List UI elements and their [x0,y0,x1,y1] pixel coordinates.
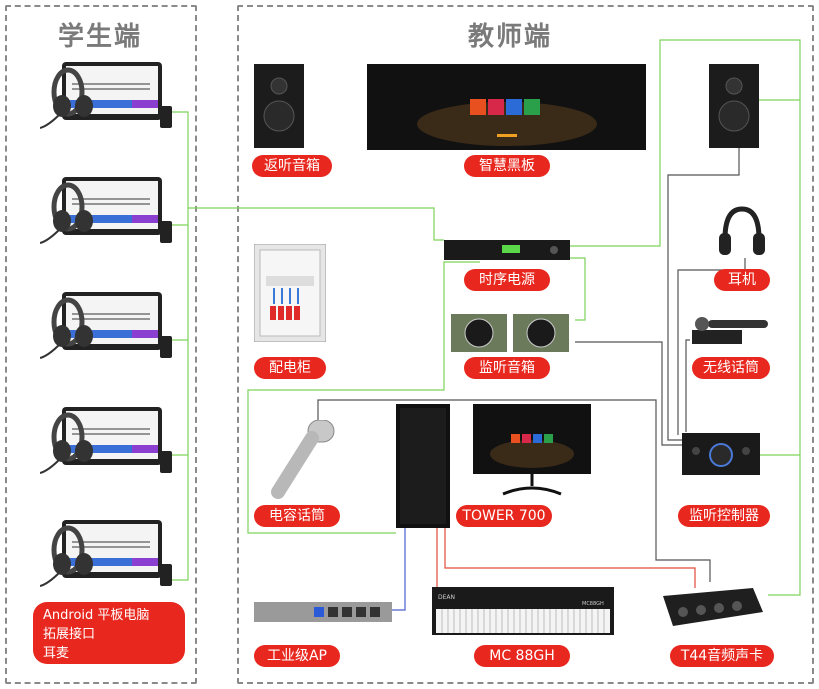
speaker-icon [254,64,304,148]
wireless-mic-icon [692,317,768,344]
cabinet-icon [253,243,327,343]
smart-board-icon [367,64,646,150]
power-sequencer-icon [444,240,570,260]
student-note: Android 平板电脑 拓展接口 耳麦 [33,602,185,664]
tower-label: TOWER 700 [456,505,552,527]
tablet-headset-icon [39,520,172,587]
sound-card-label: T44音频声卡 [670,645,774,667]
student-panel [5,5,197,684]
return-speaker-label: 返听音箱 [252,155,332,177]
monitor-speakers-icon [451,314,569,352]
tower-pc [396,404,450,532]
wireless-mic [688,314,772,350]
student-station-2 [39,171,175,251]
tablet-headset-icon [39,407,172,474]
condenser-mic-icon [271,419,335,499]
keyboard-label: MC 88GH [474,645,570,667]
distribution-cabinet [253,243,327,346]
note-line-3: 耳麦 [43,646,70,661]
tablet-headset-icon [39,62,172,129]
monitor-controller-icon [682,433,760,475]
keyboard-model: MC88GH [582,601,604,607]
power-sequencer [444,240,570,264]
smart-board-label: 智慧黑板 [464,155,550,177]
ap-icon [254,602,392,622]
monitor-display [473,404,591,500]
monitor-icon [473,404,591,496]
industrial-ap [254,598,392,630]
monitor-controller-label: 监听控制器 [678,505,770,527]
headphones-icon [719,206,765,255]
speaker-icon [709,64,759,148]
return-speaker [254,64,304,152]
teacher-panel [237,5,814,684]
headphones-label: 耳机 [714,269,770,291]
power-sequencer-label: 时序电源 [464,269,550,291]
keyboard-icon: DEAN MC88GH [432,587,614,635]
midi-keyboard: DEAN MC88GH [432,587,614,639]
right-speaker [709,64,759,152]
tablet-headset-icon [39,292,172,359]
ap-label: 工业级AP [254,645,340,667]
student-station-3 [39,286,175,366]
teacher-title: 教师端 [467,22,552,52]
keyboard-brand: DEAN [438,594,455,601]
headphones [717,205,767,261]
monitor-controller [682,433,760,479]
note-line-2: 拓展接口 [43,627,96,642]
student-station-5 [39,514,175,594]
note-line-1: Android 平板电脑 [43,608,150,623]
condenser-mic-label: 电容话筒 [254,505,340,527]
monitor-speakers-label: 监听音箱 [464,357,550,379]
tower-pc-icon [396,404,450,528]
student-title: 学生端 [57,22,142,52]
student-station-1 [39,56,175,136]
sound-card [653,582,765,634]
monitor-speakers [451,314,577,356]
distribution-cabinet-label: 配电柜 [254,357,326,379]
student-station-4 [39,401,175,481]
tablet-headset-icon [39,177,172,244]
sound-card-icon [663,588,763,626]
wireless-mic-label: 无线话筒 [692,357,770,379]
condenser-mic [268,419,340,504]
smart-board [367,64,646,154]
